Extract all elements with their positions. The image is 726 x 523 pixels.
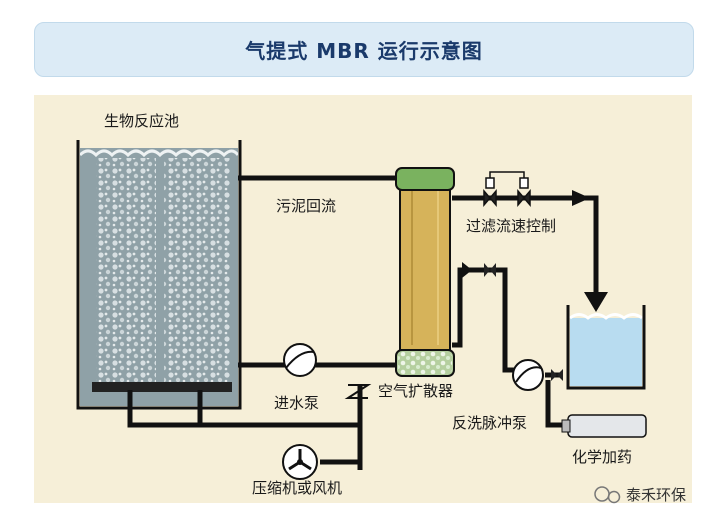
chemical-dosing-label: 化学加药 [572, 448, 632, 466]
pipework [127, 175, 599, 470]
membrane-module [395, 167, 455, 377]
bioreactor-label: 生物反应池 [104, 112, 179, 130]
compressor-label: 压缩机或风机 [252, 479, 342, 497]
air-diffuser-label: 空气扩散器 [378, 382, 453, 400]
backwash-valve [462, 262, 496, 278]
effluent-tank [566, 305, 646, 390]
bioreactor-tank [76, 140, 242, 410]
feed-pump-label: 进水泵 [274, 394, 319, 412]
title-banner: 气提式 MBR 运行示意图 [34, 22, 694, 77]
filtration-flow-control-label: 过滤流速控制 [466, 217, 556, 235]
sludge-return-label: 污泥回流 [276, 197, 336, 215]
backwash-pump-label: 反洗脉冲泵 [452, 414, 527, 432]
backwash-pump [512, 359, 544, 391]
chemical-cylinder [561, 414, 647, 438]
compressor-fan [282, 444, 318, 480]
check-valve-icon [344, 384, 372, 399]
backwash-valve-2 [551, 369, 563, 381]
watermark: 泰禾环保 [594, 486, 686, 504]
diagram-title: 气提式 MBR 运行示意图 [245, 39, 483, 63]
down-arrow [584, 292, 608, 312]
watermark-text: 泰禾环保 [626, 486, 686, 504]
flow-control-valves [483, 171, 531, 208]
feed-pump [283, 343, 317, 377]
flow-arrow [572, 190, 590, 206]
